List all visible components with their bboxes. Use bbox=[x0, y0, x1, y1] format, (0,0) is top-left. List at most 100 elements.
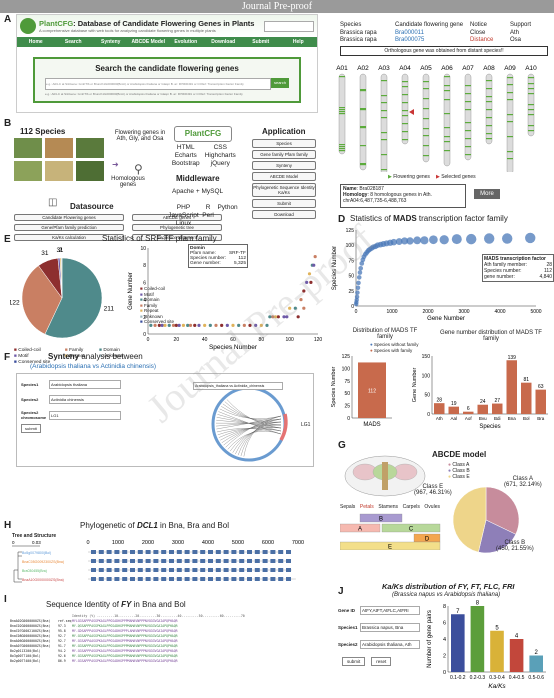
srf-pie-legend: ■ Coiled-coil ■ Family ■ Domain ■ Motif … bbox=[14, 348, 124, 365]
position-tick-label: 7000 bbox=[292, 540, 304, 546]
nav-home[interactable]: Home bbox=[28, 39, 43, 45]
nav-evolution[interactable]: Evolution bbox=[174, 39, 198, 45]
flowering-gene-mark bbox=[402, 94, 408, 96]
scatter-point bbox=[390, 238, 398, 246]
nav-synteny[interactable]: Synteny bbox=[101, 39, 121, 45]
flowering-gene-mark bbox=[444, 141, 450, 143]
sequence-name: BnaA06G0000000ZS(Bna) bbox=[10, 639, 51, 643]
mads-dist-title: Distribution of MADS TF family bbox=[352, 328, 418, 340]
y-tick-label: 100 bbox=[346, 243, 355, 249]
y-axis-label: Species Number bbox=[331, 367, 337, 408]
scatter-point bbox=[282, 315, 286, 319]
class-e-label: Class E(967, 46.31%) bbox=[414, 484, 452, 496]
pie-slice bbox=[21, 265, 63, 335]
search-input[interactable]: e.g.: AtFLC at SrkGene: GmFTlb or Brunch… bbox=[45, 78, 271, 90]
flowering-gene-mark bbox=[423, 128, 429, 130]
sequence-name: Bo3g0077100(Bol) bbox=[10, 654, 41, 658]
synteny-link bbox=[218, 411, 282, 435]
y-tick-label: 6 bbox=[443, 621, 446, 627]
table-row: Brassica rapa Bra000075 Distance Osa bbox=[340, 37, 522, 43]
pie-label: 31 bbox=[41, 250, 49, 257]
flowering-gene-mark bbox=[465, 122, 471, 124]
header-search-input[interactable] bbox=[264, 20, 314, 32]
exon-block bbox=[114, 559, 120, 563]
flowering-gene-mark bbox=[360, 90, 366, 92]
exon-block bbox=[130, 559, 135, 563]
exon-block bbox=[169, 559, 174, 563]
kaks-reset-button[interactable]: reset bbox=[371, 657, 392, 666]
x-axis-label: Gene Number bbox=[427, 316, 465, 322]
lg1-segment bbox=[279, 413, 288, 441]
scatter-point bbox=[502, 233, 513, 244]
flowering-gene-mark bbox=[423, 118, 429, 120]
abcde-pie bbox=[452, 486, 520, 554]
exon-block bbox=[239, 550, 245, 554]
exon-block bbox=[176, 559, 182, 563]
flowering-gene-mark bbox=[339, 76, 345, 78]
scatter-point bbox=[307, 272, 312, 276]
exon-block bbox=[106, 577, 112, 581]
scatter-point bbox=[288, 306, 292, 310]
exon-block bbox=[200, 577, 206, 581]
chromosome-select[interactable]: LG1 bbox=[49, 410, 121, 420]
bar-value-label: 8 bbox=[476, 601, 480, 607]
species1-input[interactable]: Brassica napus, Bna bbox=[360, 623, 420, 632]
bar bbox=[448, 406, 459, 414]
y-tick-label: 0 bbox=[351, 304, 354, 310]
chromosome-bar bbox=[380, 73, 388, 172]
pistil bbox=[382, 462, 388, 490]
flowering-gene-mark bbox=[444, 76, 450, 78]
exon-block bbox=[215, 577, 221, 581]
exon-block bbox=[114, 568, 120, 572]
x-tick-label: 0.5-0.6 bbox=[528, 675, 544, 681]
exon-block bbox=[286, 568, 291, 572]
nav-download[interactable]: Download bbox=[211, 39, 236, 45]
y-tick-label: 75 bbox=[344, 379, 350, 385]
flowering-gene-mark bbox=[360, 89, 366, 91]
synteny-submit-button[interactable]: submit bbox=[21, 424, 41, 433]
species2-select[interactable]: Actinidia chinensis bbox=[49, 395, 121, 404]
flowering-gene-mark bbox=[465, 154, 471, 156]
kaks-submit-button[interactable]: submit bbox=[342, 657, 366, 666]
flowering-gene-mark bbox=[486, 125, 492, 127]
nav-help[interactable]: Help bbox=[292, 39, 304, 45]
gene-name: Bra028187 bbox=[359, 186, 384, 192]
exon-block bbox=[223, 559, 229, 563]
app-abcde: ABCDE Model bbox=[252, 172, 316, 181]
flowering-gene-mark bbox=[444, 127, 450, 129]
species1-select[interactable]: Arabidopsis thaliana bbox=[49, 380, 121, 389]
species2-input[interactable]: Arabidopsis thaliana, Ath bbox=[360, 640, 420, 649]
logo-icon bbox=[20, 18, 36, 34]
gene-link[interactable]: Bra000011 bbox=[395, 30, 424, 36]
gene-link[interactable]: Bra000075 bbox=[395, 37, 425, 43]
exon-block bbox=[184, 577, 190, 581]
panel-j-subtitle: (Brassica napus vs Arabidopsis thaliana) bbox=[392, 592, 501, 598]
bar bbox=[529, 655, 543, 672]
exon-block bbox=[122, 577, 128, 581]
exon-block bbox=[223, 577, 229, 581]
nav-abcde[interactable]: ABCDE Model bbox=[131, 39, 166, 45]
flowering-gene-mark bbox=[465, 93, 471, 95]
app-submit: Submit bbox=[252, 199, 316, 208]
flowering-gene-mark bbox=[486, 96, 492, 98]
identity-value: 92.7 bbox=[58, 634, 66, 638]
gene-id-input[interactable]: AtFY,AtFT,AtFLC,AtFRI bbox=[360, 606, 420, 615]
search-hint: e.g.: AtFLC at SrkGene: GmFTlb or Brunch… bbox=[45, 92, 243, 96]
ortho-note: Orthologous gene was obtained from dista… bbox=[340, 46, 548, 56]
nav-search[interactable]: Search bbox=[64, 39, 82, 45]
nav-submit[interactable]: Submit bbox=[252, 39, 270, 45]
exon-block bbox=[153, 559, 159, 563]
y-tick-label: 10 bbox=[140, 246, 146, 252]
flowering-gene-mark bbox=[465, 101, 471, 103]
y-tick-label: 0 bbox=[427, 412, 430, 418]
scatter-point bbox=[193, 323, 197, 327]
exon-block bbox=[192, 550, 198, 554]
datasource-item: Gene/Pfam family prediction bbox=[14, 224, 124, 231]
exon-block bbox=[286, 559, 291, 563]
search-button[interactable]: search bbox=[271, 78, 289, 88]
more-button[interactable]: More bbox=[474, 189, 500, 199]
exon-block bbox=[176, 550, 182, 554]
